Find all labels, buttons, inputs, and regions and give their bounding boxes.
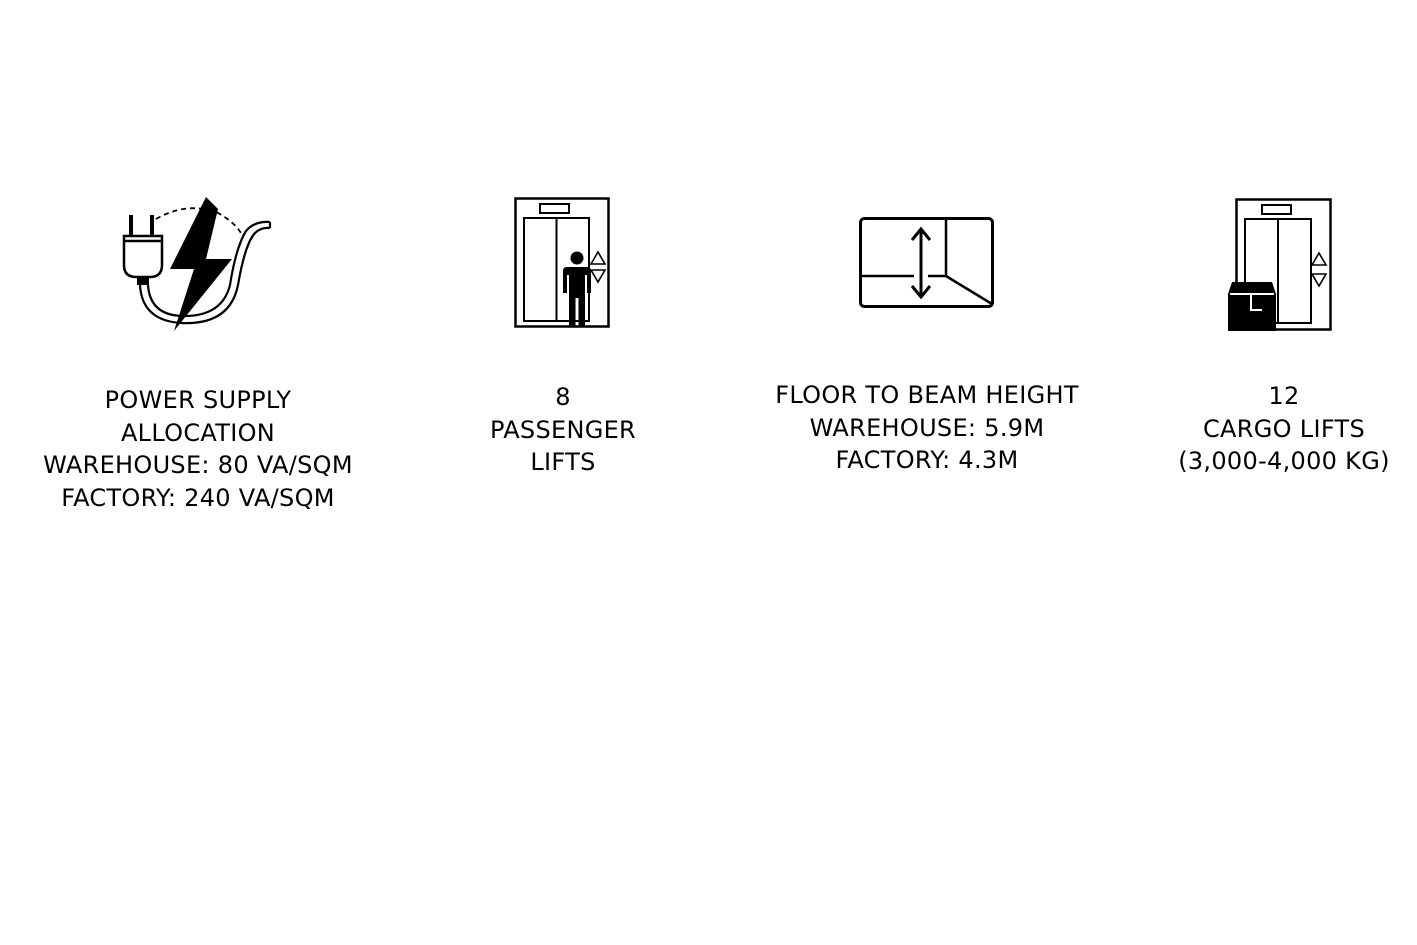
caption-line: LIFTS bbox=[530, 448, 596, 476]
caption-line: 8 bbox=[555, 383, 571, 411]
caption-line: FACTORY: 240 VA/SQM bbox=[61, 483, 335, 512]
cargo-lifts-caption: 12 CARGO LIFTS (3,000-4,000 KG) bbox=[1160, 380, 1408, 478]
feature-cargo-lifts: 12 CARGO LIFTS (3,000-4,000 KG) bbox=[1160, 0, 1408, 945]
caption-line: WAREHOUSE: 80 VA/SQM bbox=[43, 451, 353, 479]
caption-line: FLOOR TO BEAM HEIGHT bbox=[775, 381, 1079, 409]
caption-line: (3,000-4,000 KG) bbox=[1178, 447, 1390, 475]
feature-floor-to-beam-height: FLOOR TO BEAM HEIGHT WAREHOUSE: 5.9M FAC… bbox=[742, 0, 1112, 945]
passenger-lift-icon bbox=[514, 197, 610, 328]
passenger-lifts-caption: 8 PASSENGER LIFTS bbox=[442, 381, 684, 479]
caption-line: POWER SUPPLY bbox=[104, 386, 292, 414]
power-supply-caption: POWER SUPPLY ALLOCATION WAREHOUSE: 80 VA… bbox=[0, 384, 396, 514]
floor-to-beam-height-icon bbox=[859, 217, 994, 308]
caption-line: 12 bbox=[1268, 382, 1300, 410]
power-plug-lightning-icon bbox=[122, 197, 272, 331]
caption-line: WAREHOUSE: 5.9M bbox=[809, 413, 1045, 442]
feature-passenger-lifts: 8 PASSENGER LIFTS bbox=[442, 0, 684, 945]
cargo-lift-icon bbox=[1228, 198, 1332, 331]
caption-line: PASSENGER bbox=[489, 415, 637, 444]
floor-to-beam-caption: FLOOR TO BEAM HEIGHT WAREHOUSE: 5.9M FAC… bbox=[742, 379, 1112, 477]
caption-line: CARGO LIFTS bbox=[1203, 414, 1365, 443]
caption-line: FACTORY: 4.3M bbox=[835, 446, 1019, 474]
feature-power-supply: POWER SUPPLY ALLOCATION WAREHOUSE: 80 VA… bbox=[0, 0, 396, 945]
caption-line: ALLOCATION bbox=[120, 418, 276, 447]
